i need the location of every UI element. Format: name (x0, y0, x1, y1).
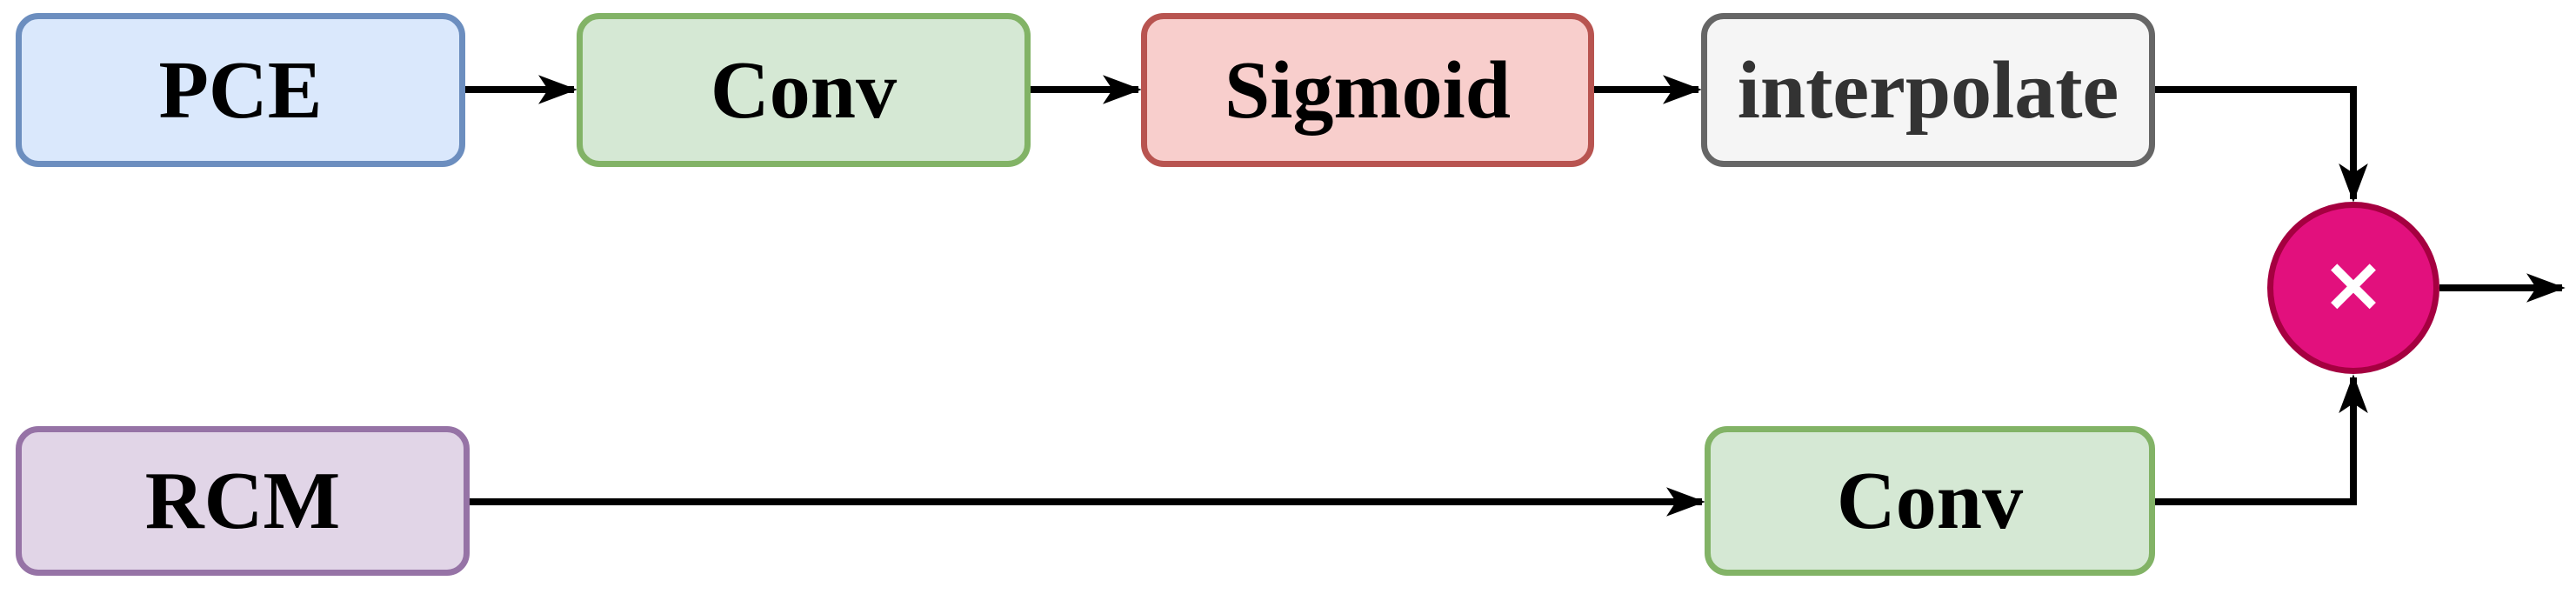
node-interpolate: interpolate (1701, 13, 2155, 167)
node-sigmoid-label: Sigmoid (1224, 44, 1512, 136)
node-pce: PCE (16, 13, 465, 167)
node-sigmoid: Sigmoid (1141, 13, 1594, 167)
node-conv-bottom-label: Conv (1836, 456, 2024, 546)
multiply-node: × (2267, 202, 2439, 374)
node-conv-top-label: Conv (710, 44, 898, 136)
node-rcm-label: RCM (144, 456, 341, 546)
node-rcm: RCM (16, 426, 470, 576)
node-conv-top: Conv (577, 13, 1031, 167)
node-interpolate-label: interpolate (1737, 44, 2119, 136)
node-conv-bottom: Conv (1705, 426, 2155, 576)
edge-interpolate-to-multiply (2155, 86, 2368, 203)
edge-conv-to-multiply (2155, 374, 2368, 505)
multiply-icon: × (2321, 239, 2386, 329)
node-pce-label: PCE (158, 44, 323, 136)
